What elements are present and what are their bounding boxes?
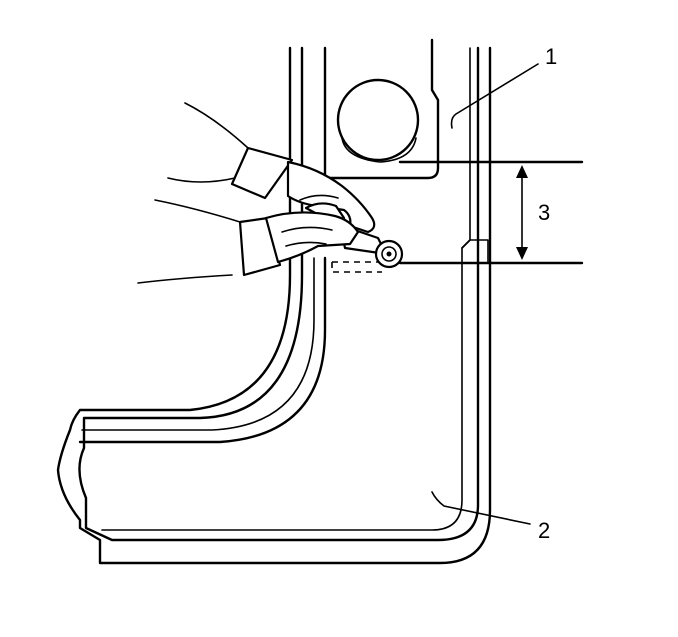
callout-2: 2 <box>538 518 550 543</box>
dimension-arrow-icon <box>516 247 528 260</box>
callout-1: 1 <box>545 44 557 69</box>
hand-icon <box>137 199 360 284</box>
wire-brush-tool-icon <box>338 223 404 269</box>
access-hole <box>336 78 420 162</box>
pillar-notch <box>461 239 489 263</box>
inner-reinforcement <box>78 256 382 444</box>
hand-icon <box>167 102 376 234</box>
leader-lines <box>431 63 539 525</box>
callout-3: 3 <box>538 200 550 225</box>
upper-bracket <box>323 38 440 180</box>
dimension-arrow-icon <box>516 165 528 178</box>
dimension-3 <box>398 160 584 265</box>
panel-outline <box>56 46 492 565</box>
